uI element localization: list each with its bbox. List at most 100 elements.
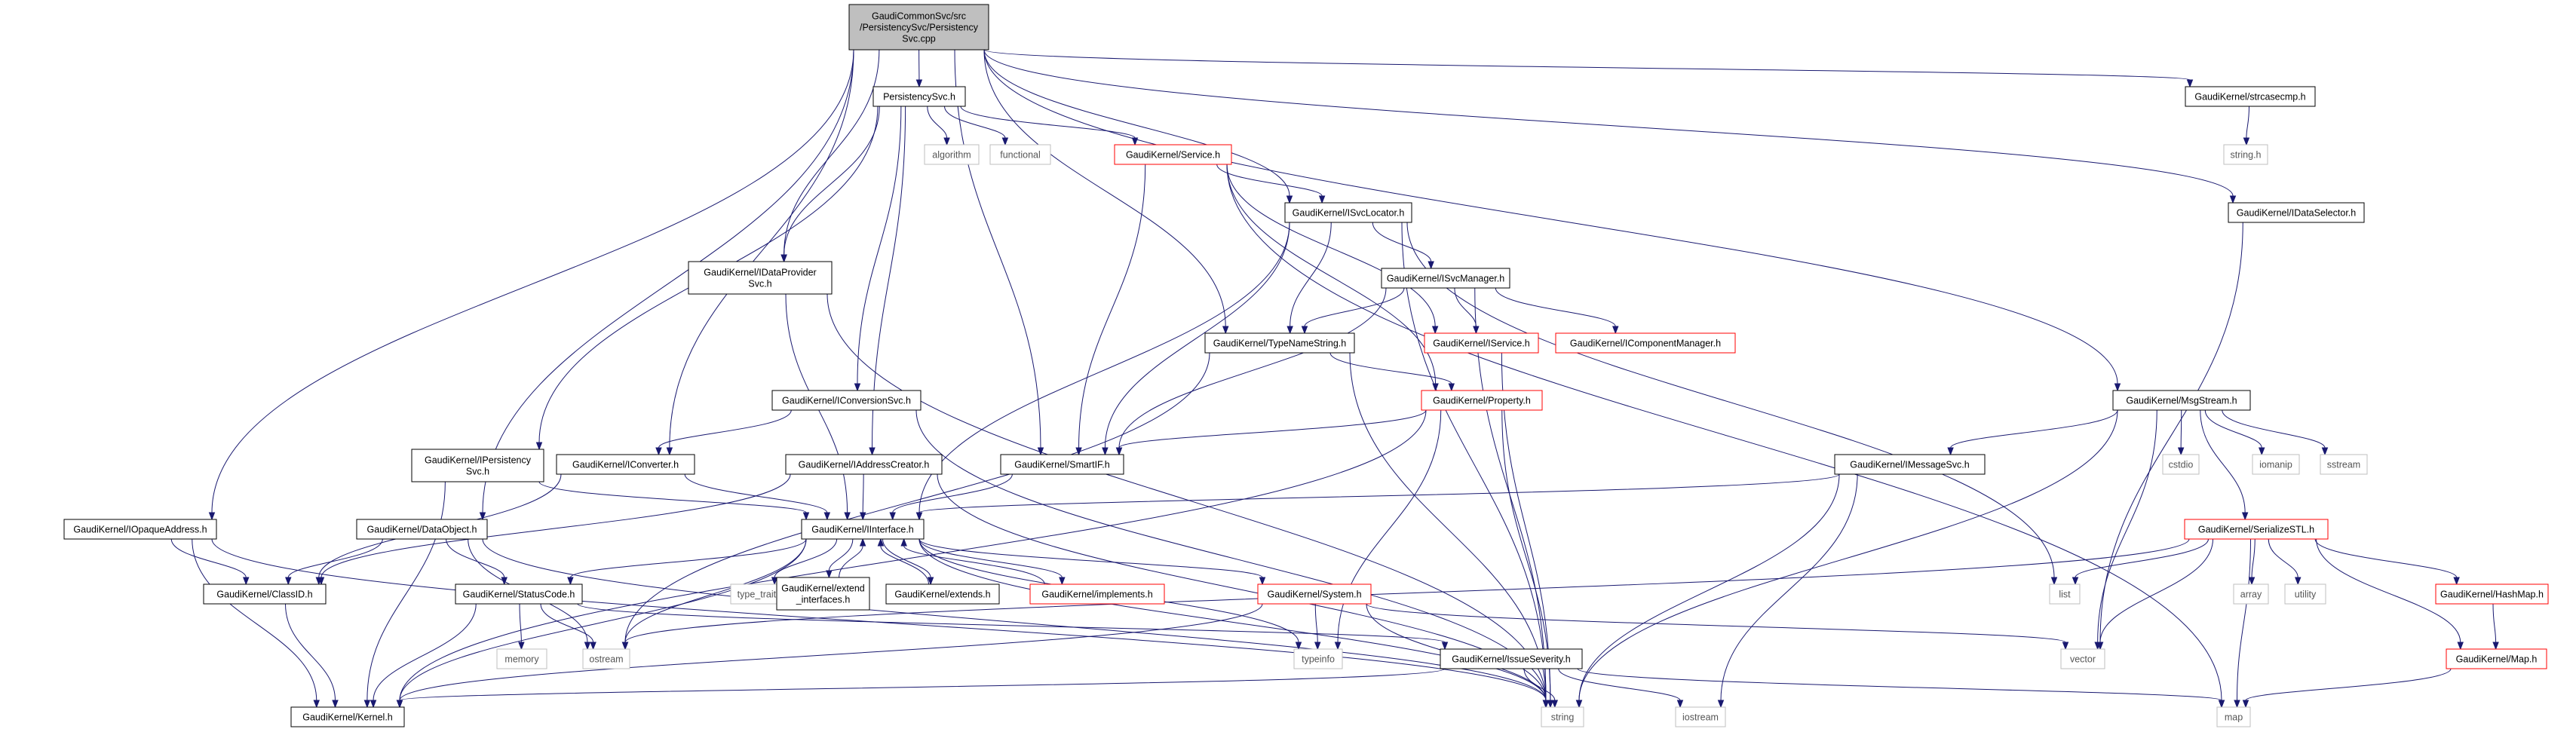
edge-serialize-to-map [2234, 538, 2251, 709]
edge-line [2099, 222, 2243, 643]
edge-arrowhead [208, 512, 216, 521]
edge-iaddr-to-iinterface [859, 473, 866, 521]
node-typename[interactable]: GaudiKernel/TypeNameString.h [1204, 332, 1355, 354]
edge-arrowhead [2096, 642, 2104, 651]
node-isvcloc[interactable]: GaudiKernel/ISvcLocator.h [1284, 202, 1412, 223]
node-box [688, 261, 833, 295]
edge-line [2204, 409, 2262, 449]
edge-line [1366, 603, 2066, 643]
edge-line [927, 106, 948, 139]
node-extends[interactable]: GaudiKernel/extends.h [885, 583, 1000, 605]
node-imsgsvc[interactable]: GaudiKernel/IMessageSvc.h [1834, 454, 1986, 475]
node-service[interactable]: GaudiKernel/Service.h [1114, 144, 1232, 165]
node-box [848, 4, 989, 51]
node-label: iostream [1682, 712, 1719, 723]
node-serialize[interactable]: GaudiKernel/SerializeSTL.h [2184, 519, 2329, 540]
node-icompmgr[interactable]: GaudiKernel/IComponentManager.h [1555, 332, 1736, 354]
edge-service-to-isvcloc [1216, 164, 1326, 204]
edge-line [1454, 287, 1477, 327]
node-typeinfo: typeinfo [1293, 648, 1343, 669]
edge-iaddr-to-classid [317, 473, 791, 586]
node-iconvsvc[interactable]: GaudiKernel/IConversionSvc.h [771, 390, 922, 411]
node-box [2435, 583, 2549, 605]
edge-iconvsvc-to-iconverter [655, 409, 792, 456]
node-classid[interactable]: GaudiKernel/ClassID.h [203, 583, 327, 605]
node-label: array [2240, 590, 2262, 600]
edge-arrowhead [802, 512, 810, 521]
edge-line [2245, 668, 2452, 701]
node-issuesev[interactable]: GaudiKernel/IssueSeverity.h [1440, 648, 1583, 669]
node-system[interactable]: GaudiKernel/System.h [1257, 583, 1372, 605]
edge-root-to-strcasecmp [983, 49, 2194, 88]
node-label: GaudiKernel/StatusCode.h [463, 590, 575, 600]
node-box [1029, 583, 1165, 605]
node-label: GaudiKernel/System.h [1267, 590, 1361, 600]
edge-property-to-typeinfo [1334, 409, 1442, 651]
edge-arrowhead [2321, 447, 2329, 456]
node-psvc[interactable]: PersistencySvc.h [872, 86, 966, 107]
node-label: GaudiKernel/HashMap.h [2440, 590, 2544, 600]
node-statuscode[interactable]: GaudiKernel/StatusCode.h [455, 583, 583, 605]
node-strcasecmp[interactable]: GaudiKernel/strcasecmp.h [2185, 86, 2316, 107]
node-label: GaudiKernel/implements.h [1041, 590, 1152, 600]
edge-iopaque-to-string [211, 538, 1550, 709]
edge-line [569, 538, 807, 578]
node-iinterface[interactable]: GaudiKernel/IInterface.h [801, 519, 925, 540]
node-label: map [2225, 712, 2243, 723]
node-label: GaudiKernel/Map.h [2456, 654, 2538, 665]
edge-iinterface-to-typetraits [771, 538, 838, 586]
node-label: GaudiKernel/IMessageSvc.h [1850, 460, 1969, 470]
node-implements[interactable]: GaudiKernel/implements.h [1029, 583, 1165, 605]
edge-hashmap-to-maph [2492, 603, 2499, 651]
edge-dataobj-to-classid [285, 538, 383, 586]
node-box [1675, 706, 1726, 727]
node-maph[interactable]: GaudiKernel/Map.h [2446, 648, 2547, 669]
node-hashmap[interactable]: GaudiKernel/HashMap.h [2435, 583, 2549, 605]
edge-iaddr-to-string [937, 473, 1550, 709]
edge-line [2316, 538, 2461, 643]
node-extiface[interactable]: GaudiKernel/extend_interfaces.h [776, 577, 870, 611]
edge-arrowhead [780, 254, 787, 263]
edge-maph-to-map [2242, 668, 2452, 709]
node-box [1381, 268, 1510, 289]
node-label: GaudiKernel/IInterface.h [811, 525, 914, 535]
node-label: GaudiKernel/TypeNameString.h [1213, 338, 1347, 349]
node-label: GaudiKernel/IComponentManager.h [1570, 338, 1721, 349]
node-isvcmgr[interactable]: GaudiKernel/ISvcManager.h [1381, 268, 1510, 289]
edge-arrowhead [771, 577, 778, 586]
edge-arrowhead [1431, 326, 1439, 335]
node-box [1284, 202, 1412, 223]
edge-iopaque-to-kernel [192, 538, 320, 709]
edge-arrowhead [2295, 577, 2302, 586]
node-root[interactable]: GaudiCommonSvc/src/PersistencySvc/Persis… [848, 4, 989, 51]
node-property[interactable]: GaudiKernel/Property.h [1421, 390, 1543, 411]
edge-arrowhead [915, 512, 923, 521]
edge-arrowhead [1037, 447, 1044, 456]
edge-arrowhead [2492, 642, 2499, 651]
edge-arrowhead [666, 447, 673, 456]
node-idatasel[interactable]: GaudiKernel/IDataSelector.h [2228, 202, 2365, 223]
edge-statuscode-to-issuesev [577, 603, 1449, 651]
node-box [2284, 583, 2326, 605]
node-iaddr[interactable]: GaudiKernel/IAddressCreator.h [785, 454, 943, 475]
node-dataobj[interactable]: GaudiKernel/DataObject.h [356, 519, 488, 540]
edge-line [983, 49, 2234, 197]
node-box [1541, 706, 1584, 727]
node-iomanip: iomanip [2252, 454, 2300, 475]
edge-line [2237, 538, 2251, 701]
edge-line [482, 49, 854, 513]
node-iservice[interactable]: GaudiKernel/IService.h [1424, 332, 1539, 354]
node-iopaque[interactable]: GaudiKernel/IOpaqueAddress.h [63, 519, 217, 540]
node-label: GaudiKernel/IOpaqueAddress.h [73, 525, 207, 535]
edge-msgstream-to-serialize [2200, 409, 2249, 521]
edge-psvc-to-idataprov [780, 106, 880, 263]
node-kernel[interactable]: GaudiKernel/Kernel.h [290, 706, 405, 727]
node-msgstream[interactable]: GaudiKernel/MsgStream.h [2112, 390, 2251, 411]
edge-arrowhead [1334, 642, 1342, 651]
edge-system-to-vector [1366, 603, 2069, 651]
node-smartif[interactable]: GaudiKernel/SmartIF.h [1000, 454, 1124, 475]
node-iconverter[interactable]: GaudiKernel/IConverter.h [556, 454, 695, 475]
edge-line [880, 545, 929, 585]
